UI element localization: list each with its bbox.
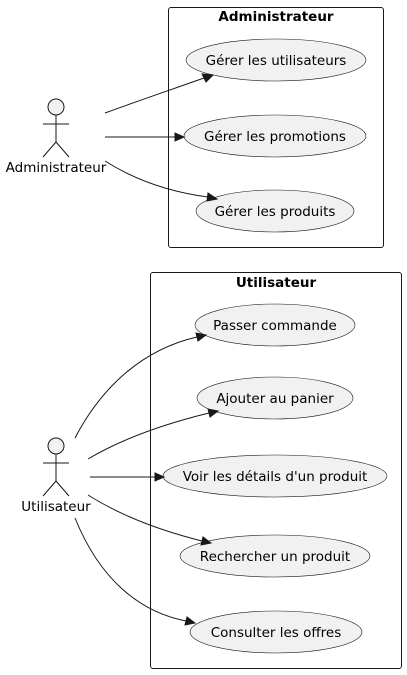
use-case-manage-products: Gérer les produits (195, 189, 355, 233)
use-case-manage-users: Gérer les utilisateurs (185, 38, 367, 82)
use-case-place-order-label: Passer commande (213, 318, 337, 334)
use-case-place-order: Passer commande (194, 303, 356, 347)
actor-administrateur-left-leg (42, 141, 57, 158)
use-case-search-product-label: Rechercher un produit (200, 549, 350, 565)
use-case-browse-offers-ellipse (189, 610, 363, 654)
use-case-add-to-cart: Ajouter au panier (196, 376, 354, 420)
edge-user-place-order (74, 332, 208, 439)
edge-user-place-order-line (74, 336, 198, 439)
actor-administrateur-head (47, 98, 65, 116)
actor-utilisateur-head (47, 437, 65, 455)
edge-user-search-product-arrowhead (200, 536, 213, 546)
actor-utilisateur-label: Utilisateur (21, 499, 91, 515)
package-administrateur-title: Administrateur (218, 9, 334, 25)
actor-utilisateur-right-leg (55, 480, 70, 497)
use-case-place-order-ellipse (194, 303, 356, 347)
use-case-manage-promotions-label: Gérer les promotions (204, 129, 346, 145)
edge-user-add-to-cart-arrowhead (207, 408, 220, 418)
edge-user-place-order-arrowhead (195, 332, 208, 342)
edge-admin-manage-promotions (105, 132, 186, 142)
edge-user-add-to-cart (87, 408, 220, 460)
edge-user-add-to-cart-line (87, 412, 210, 460)
edge-admin-manage-products (104, 160, 219, 202)
edge-user-view-product-details-arrowhead (154, 472, 166, 482)
use-case-manage-users-ellipse (185, 38, 367, 82)
edge-user-search-product (87, 494, 213, 546)
use-case-add-to-cart-label: Ajouter au panier (216, 391, 334, 407)
actor-administrateur-right-leg (55, 141, 70, 158)
edge-user-browse-offers (74, 517, 197, 626)
actor-utilisateur-left-leg (42, 480, 57, 497)
use-case-manage-promotions: Gérer les promotions (183, 114, 367, 158)
use-case-search-product-ellipse (179, 534, 371, 578)
use-case-search-product: Rechercher un produit (179, 534, 371, 578)
use-case-view-product-details: Voir les détails d'un produit (162, 454, 388, 498)
use-case-manage-products-label: Gérer les produits (215, 204, 336, 220)
edge-admin-manage-products-line (104, 160, 209, 198)
use-case-view-product-details-label: Voir les détails d'un produit (183, 469, 368, 485)
actor-administrateur-label: Administrateur (6, 160, 107, 176)
edge-admin-manage-users (104, 73, 215, 114)
edge-admin-manage-users-line (104, 77, 205, 114)
edge-user-search-product-line (87, 494, 203, 542)
edge-admin-manage-products-arrowhead (206, 192, 219, 202)
use-case-browse-offers-label: Consulter les offres (211, 625, 342, 641)
edge-admin-manage-promotions-arrowhead (174, 132, 186, 142)
edge-user-browse-offers-line (74, 517, 187, 622)
edge-admin-manage-users-arrowhead (201, 73, 215, 83)
use-case-browse-offers: Consulter les offres (189, 610, 363, 654)
edge-user-browse-offers-arrowhead (184, 616, 197, 626)
actor-utilisateur: Utilisateur (21, 437, 91, 515)
use-case-manage-promotions-ellipse (183, 114, 367, 158)
use-case-view-product-details-ellipse (162, 454, 388, 498)
use-case-manage-products-ellipse (195, 189, 355, 233)
use-case-add-to-cart-ellipse (196, 376, 354, 420)
package-utilisateur-title: Utilisateur (236, 275, 317, 291)
edge-user-view-product-details (90, 472, 166, 482)
use-case-manage-users-label: Gérer les utilisateurs (206, 53, 347, 69)
actor-administrateur: Administrateur (6, 98, 107, 176)
